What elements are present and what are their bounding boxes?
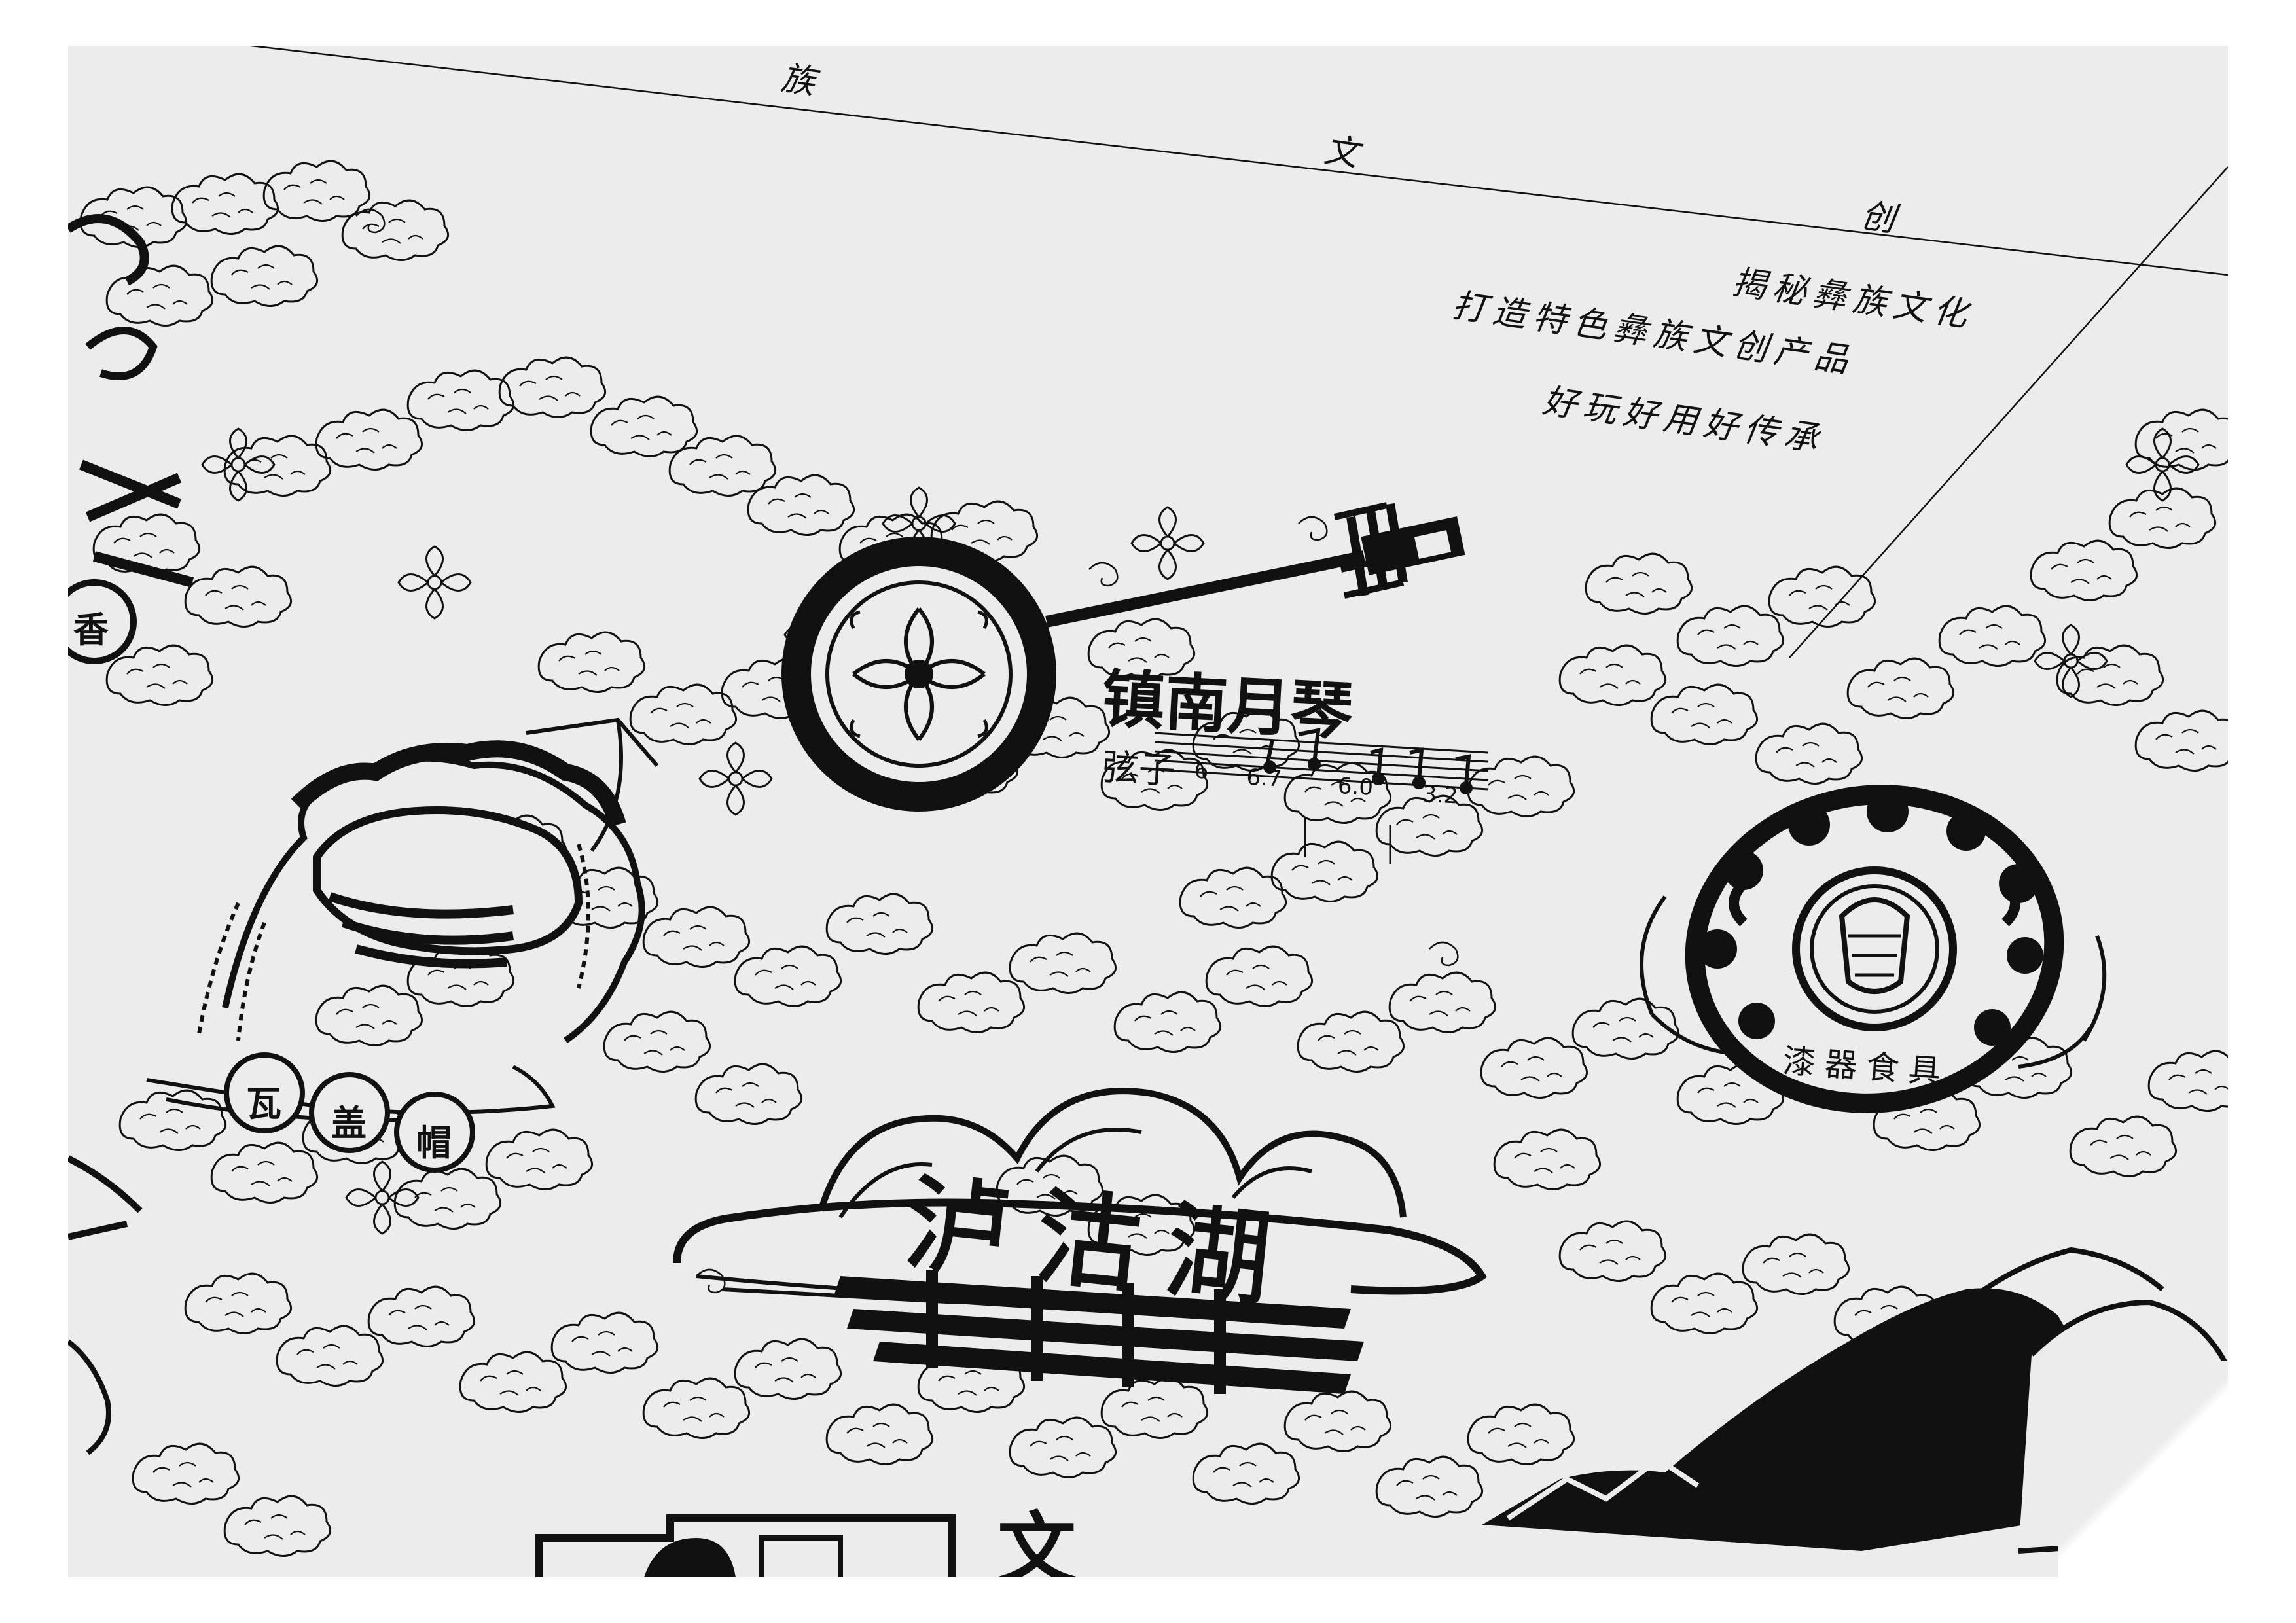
notation-value: 6 (1193, 757, 1210, 785)
hat-illustration (146, 717, 659, 1173)
page-curl (2058, 1361, 2228, 1577)
poster-sheet: 族 文 创 揭秘彝族文化 打造特色彝族文创产品 好玩好用好传承 镇南月琴 弦子 … (68, 46, 2228, 1577)
bottom-frame-fragment (535, 1514, 956, 1577)
bottom-edge-char: 文 (997, 1505, 1076, 1577)
left-edge-glyphs (68, 214, 194, 1455)
header-title-char: 创 (1858, 196, 1898, 240)
header-rule (251, 46, 2228, 276)
ink-illustration (68, 46, 2228, 1577)
slogan-rule (1789, 166, 2228, 658)
notation-value: 6.0 (1336, 772, 1374, 801)
music-staff (1154, 728, 1489, 864)
notation-value: 3.2 (1422, 781, 1459, 810)
header-title-char: 族 (778, 58, 818, 103)
header-title-char: 文 (1321, 130, 1361, 175)
hat-badge-char: 瓦 (246, 1083, 281, 1124)
yueqin-illustration (781, 502, 1465, 812)
lake-illustration (673, 1088, 1487, 1394)
hat-badge-char: 帽 (416, 1122, 452, 1164)
lacquer-plate-illustration (1640, 785, 2107, 1113)
hat-badge-char: 盖 (331, 1103, 367, 1144)
notation-value: 6.7 (1246, 764, 1283, 793)
yueqin-subtitle: 弦子 (1101, 746, 1177, 793)
left-edge-badge: 香 (73, 609, 109, 651)
yueqin-title: 镇南月琴 (1100, 662, 1355, 749)
